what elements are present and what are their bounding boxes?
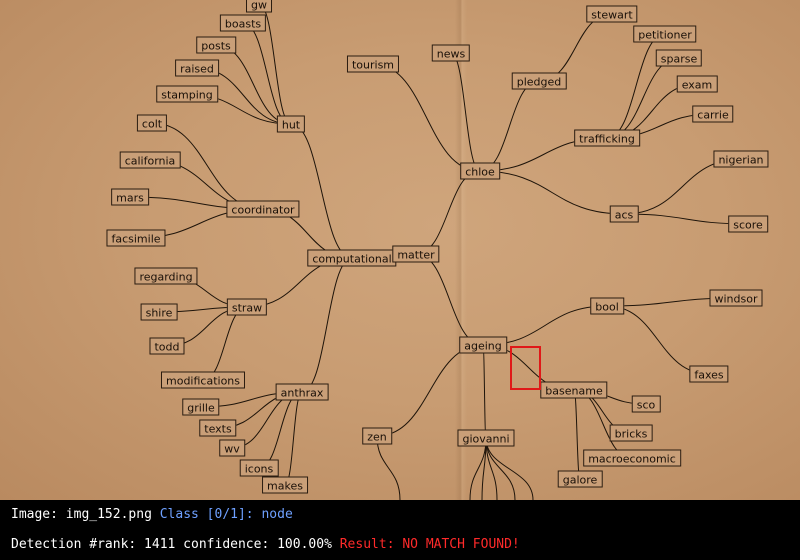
- detection-text: Detection #rank: 1411 confidence: 100.00…: [11, 537, 332, 552]
- node-chloe: chloe: [460, 162, 500, 180]
- node-exam: exam: [676, 75, 718, 93]
- image-name: img_152.png: [65, 507, 152, 522]
- node-coordinator: coordinator: [226, 200, 300, 218]
- node-trafficking: trafficking: [574, 129, 640, 147]
- edge-giovanni-ageing: [482, 344, 487, 439]
- status-line-detection: Detection #rank: 1411 confidence: 100.00…: [11, 537, 520, 552]
- node-sco: sco: [631, 395, 661, 413]
- node-pledged: pledged: [511, 72, 567, 90]
- node-shire: shire: [140, 303, 178, 321]
- node-matter: matter: [392, 245, 440, 263]
- edge-icons-anthrax: [258, 391, 303, 469]
- node-hut: hut: [276, 115, 306, 133]
- node-makes: makes: [262, 476, 308, 494]
- node-faxes: faxes: [689, 365, 729, 383]
- node-windsor: windsor: [709, 289, 763, 307]
- status-line-image: Image: img_152.png Class [0/1]: node: [11, 507, 293, 522]
- edge-matter-ageing: [415, 253, 484, 346]
- node-sparse: sparse: [655, 49, 703, 67]
- node-stewart: stewart: [586, 5, 638, 23]
- node-california: california: [119, 151, 181, 169]
- node-news: news: [431, 44, 471, 62]
- edge-galore-basename: [573, 389, 581, 480]
- node-boasts: boasts: [219, 14, 267, 32]
- edge-stewart-pledged: [538, 13, 613, 82]
- node-texts: texts: [199, 419, 237, 437]
- node-giovanni: giovanni: [457, 429, 515, 447]
- node-straw: straw: [226, 298, 268, 316]
- node-colt: colt: [136, 114, 168, 132]
- node-stamping: stamping: [156, 85, 218, 103]
- edge-offscreen: [485, 437, 534, 500]
- edge-posts-hut: [215, 44, 292, 125]
- edge-zen-ageing: [376, 344, 484, 437]
- node-facsimile: facsimile: [106, 229, 166, 247]
- result-text: Result: NO MATCH FOUND!: [339, 537, 520, 552]
- node-zen: zen: [362, 427, 392, 445]
- node-posts: posts: [196, 36, 236, 54]
- node-wv: wv: [219, 439, 245, 457]
- edge-matter-chloe: [415, 170, 481, 255]
- node-nigerian: nigerian: [713, 150, 769, 168]
- edge-news-chloe: [450, 52, 481, 172]
- detection-box: [510, 346, 541, 390]
- node-macroeconomic: macroeconomic: [583, 449, 681, 467]
- class-text: Class [0/1]: node: [159, 507, 293, 522]
- edge-pledged-chloe: [479, 80, 540, 172]
- node-anthrax: anthrax: [275, 383, 329, 401]
- node-galore: galore: [557, 470, 603, 488]
- edge-makes-anthrax: [284, 391, 303, 486]
- edge-modifications-straw: [202, 306, 248, 381]
- paper-fold: [455, 0, 467, 500]
- edge-anthrax-computational: [301, 257, 353, 393]
- image-label: Image:: [11, 507, 58, 522]
- node-tourism: tourism: [346, 55, 400, 73]
- node-carrie: carrie: [692, 105, 734, 123]
- edge-offscreen: [376, 435, 401, 500]
- node-raised: raised: [175, 59, 219, 77]
- node-ageing: ageing: [459, 336, 507, 354]
- edge-tourism-chloe: [372, 63, 481, 172]
- node-regarding: regarding: [134, 267, 198, 285]
- status-bar: Image: img_152.png Class [0/1]: node Det…: [0, 500, 800, 560]
- node-bool: bool: [590, 297, 624, 315]
- node-mars: mars: [111, 188, 149, 206]
- node-bricks: bricks: [609, 424, 653, 442]
- node-basename: basename: [540, 381, 608, 399]
- edge-sparse-trafficking: [606, 57, 680, 139]
- edge-acs-chloe: [479, 170, 625, 215]
- edge-hut-computational: [290, 123, 353, 259]
- node-icons: icons: [239, 459, 279, 477]
- node-modifications: modifications: [160, 371, 246, 389]
- node-computational: computational: [307, 249, 397, 267]
- node-todd: todd: [149, 337, 185, 355]
- node-gw: gw: [246, 0, 272, 13]
- edge-faxes-bool: [606, 305, 710, 375]
- node-grille: grille: [182, 398, 220, 416]
- node-score: score: [728, 215, 768, 233]
- node-acs: acs: [609, 205, 639, 223]
- node-petitioner: petitioner: [633, 25, 697, 43]
